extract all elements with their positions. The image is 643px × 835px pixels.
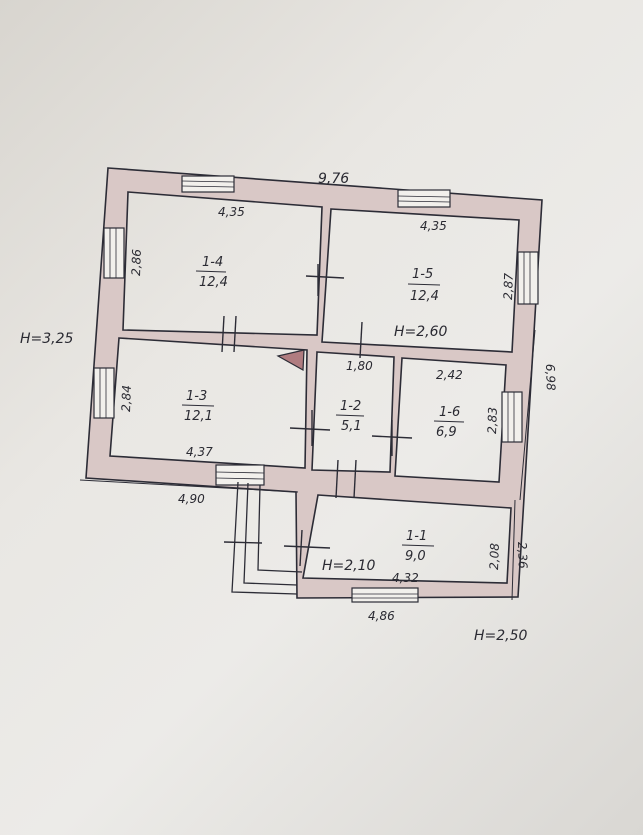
room-1-6-bar — [433, 420, 465, 423]
dim-room-1-4-top: 4,35 — [218, 205, 245, 219]
dimension-labels: 9,76 4,35 4,35 2,86 2,87 2,84 4,37 4,90 … — [119, 171, 558, 623]
room-1-3-bar — [181, 404, 215, 407]
room-1-1-area: 9,0 — [405, 549, 426, 564]
dim-room-1-5-side: 2,87 — [501, 273, 516, 301]
windows — [93, 175, 539, 603]
height-annex: H=2,50 — [474, 628, 528, 644]
dim-room-1-3-side: 2,84 — [119, 385, 134, 412]
room-1-2-id: 1-2 — [340, 399, 361, 414]
room-labels: 1-4 12,4 1-5 12,4 1-3 12,1 1-2 5,1 1-6 6… — [181, 255, 465, 564]
window-bottom-left — [215, 464, 265, 486]
dim-annex-right: 2,36 — [515, 542, 530, 570]
dim-room-1-6-side: 2,83 — [485, 407, 500, 434]
room-1-4-id: 1-4 — [202, 255, 223, 270]
window-top-right — [397, 189, 451, 208]
room-1-5-bar — [407, 283, 441, 286]
window-bottom — [351, 587, 419, 603]
dim-room-1-2-top: 1,80 — [346, 359, 373, 373]
outer-wall — [85, 167, 543, 599]
height-middle: H=2,60 — [394, 324, 448, 340]
room-1-4-bar — [195, 270, 227, 273]
dim-overall-right: 6,98 — [543, 364, 558, 392]
dim-room-1-3-bottom: 4,37 — [186, 445, 213, 459]
room-1-1-id: 1-1 — [406, 529, 427, 544]
porch — [231, 481, 303, 595]
window-panes — [99, 180, 531, 599]
dimension-lines — [79, 329, 536, 601]
room-1-3-area: 12,1 — [184, 409, 213, 424]
window-left-upper — [103, 227, 125, 279]
room-1-5-area: 12,4 — [410, 289, 439, 304]
room-1-1-bar — [401, 544, 435, 547]
window-top-left — [181, 175, 235, 193]
height-main: H=3,25 — [20, 331, 74, 347]
dim-room-1-4-side: 2,86 — [129, 249, 144, 277]
dim-outer-left-bottom: 4,90 — [178, 492, 205, 506]
door-marks — [221, 264, 413, 567]
room-1-3-id: 1-3 — [186, 389, 207, 404]
room-1-6-area: 6,9 — [436, 425, 457, 440]
dim-room-1-1-side: 2,08 — [487, 543, 502, 571]
window-right-upper — [517, 251, 539, 305]
dim-room-1-1-bottom: 4,32 — [392, 571, 419, 585]
dim-annex-bottom: 4,86 — [368, 609, 395, 623]
height-labels: H=3,25 H=2,60 H=2,10 H=2,50 — [20, 324, 528, 644]
room-1-5-id: 1-5 — [412, 267, 433, 282]
room-1-6-id: 1-6 — [439, 405, 460, 420]
height-porch: H=2,10 — [322, 558, 376, 574]
room-1-4-area: 12,4 — [199, 275, 228, 290]
window-left-lower — [93, 367, 115, 419]
dim-room-1-6-top: 2,42 — [436, 368, 463, 382]
room-1-2-area: 5,1 — [341, 419, 362, 434]
dim-room-1-5-top: 4,35 — [420, 219, 447, 233]
window-right-lower — [501, 391, 523, 443]
dim-overall-top: 9,76 — [318, 171, 349, 187]
room-1-2-bar — [335, 414, 365, 417]
stair-triangle — [276, 349, 305, 371]
